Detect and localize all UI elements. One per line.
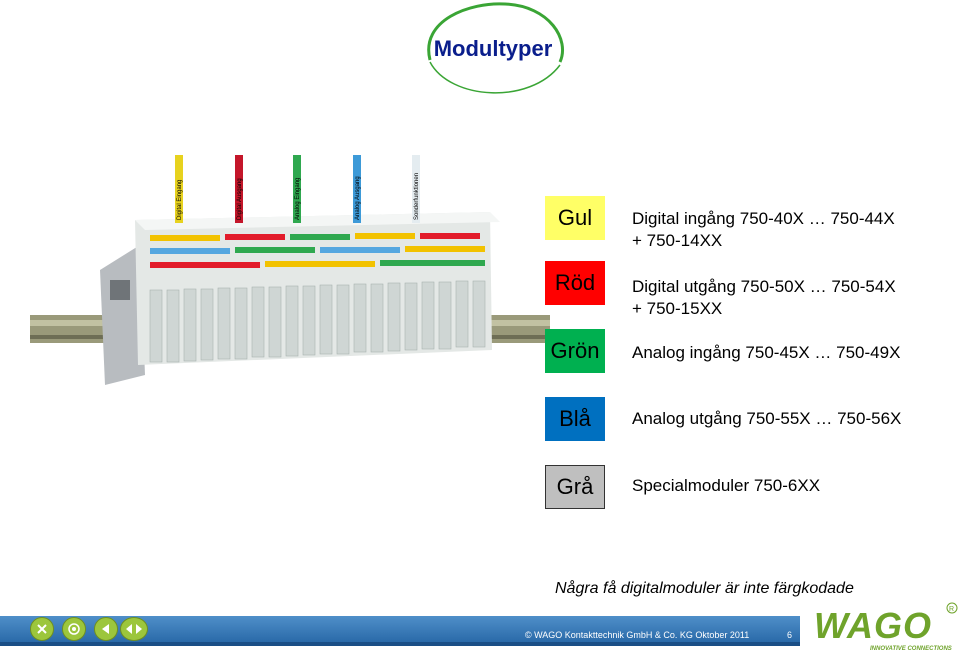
footer-copyright: © WAGO Kontakttechnik GmbH & Co. KG Okto… bbox=[525, 630, 750, 640]
swatch-rod: Röd bbox=[545, 261, 605, 305]
desc-analog-output: Analog utgång 750-55X … 750-56X bbox=[632, 409, 902, 428]
label-analog-ausgang: Analog Ausgang bbox=[355, 176, 361, 220]
label-digital-eingang: Digital Eingang bbox=[177, 180, 183, 220]
desc-digital-output-line1: Digital utgång 750-50X … 750-54X bbox=[632, 277, 896, 296]
label-analog-eingang: Analog Eingang bbox=[295, 178, 301, 220]
svg-text:R: R bbox=[949, 606, 954, 613]
home-icon[interactable] bbox=[62, 617, 86, 641]
page-number: 6 bbox=[787, 630, 793, 640]
svg-text:INNOVATIVE CONNECTIONS: INNOVATIVE CONNECTIONS bbox=[870, 646, 952, 652]
desc-digital-input-line2: + 750-14XX bbox=[632, 231, 723, 250]
swatch-gul: Gul bbox=[545, 196, 605, 240]
svg-text:WAGO: WAGO bbox=[814, 605, 932, 646]
desc-digital-output-line2: + 750-15XX bbox=[632, 299, 723, 318]
swatch-bla: Blå bbox=[545, 397, 605, 441]
io-system-image: Digital Eingang Digital Ausgang Analog E… bbox=[30, 155, 550, 385]
swatch-gron: Grön bbox=[545, 329, 605, 373]
desc-digital-input: Digital ingång 750-40X … 750-44X + 750-1… bbox=[632, 208, 952, 252]
wago-logo: WAGO R INNOVATIVE CONNECTIONS bbox=[814, 602, 958, 652]
note-text: Några få digitalmoduler är inte färgkoda… bbox=[555, 580, 854, 597]
footer-strip bbox=[0, 642, 800, 646]
swatch-gra: Grå bbox=[545, 465, 605, 509]
label-sonderfunktionen: Sonderfunktionen bbox=[414, 173, 420, 220]
desc-digital-input-line1: Digital ingång 750-40X … 750-44X bbox=[632, 209, 895, 228]
label-digital-ausgang: Digital Ausgang bbox=[237, 178, 243, 220]
title-arc bbox=[427, 2, 565, 94]
back-icon[interactable] bbox=[94, 617, 118, 641]
desc-analog-input: Analog ingång 750-45X … 750-49X bbox=[632, 343, 901, 362]
page-title: Modultyper bbox=[433, 36, 553, 61]
prev-next-icon[interactable] bbox=[120, 617, 148, 641]
desc-special-modules: Specialmoduler 750-6XX bbox=[632, 476, 821, 495]
desc-digital-output: Digital utgång 750-50X … 750-54X + 750-1… bbox=[632, 276, 952, 320]
close-icon[interactable] bbox=[30, 617, 54, 641]
